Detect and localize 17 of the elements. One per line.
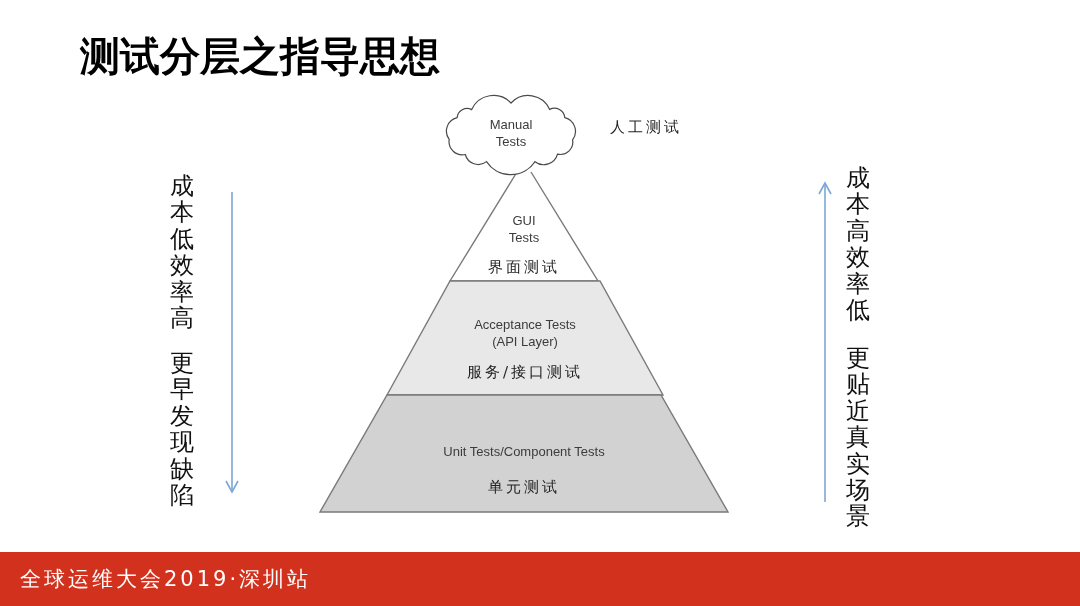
- cloud-label: Manual Tests: [488, 116, 534, 150]
- side-annotation: 成本低效率高: [170, 173, 194, 332]
- cloud-caption: 人工测试: [610, 117, 682, 137]
- footer-text: 全球运维大会2019·深圳站: [20, 566, 312, 592]
- tier-label: GUI Tests: [507, 212, 541, 246]
- tier-subtitle: 界面测试: [488, 257, 560, 277]
- side-annotation: 更早发现缺陷: [170, 350, 194, 509]
- tier-subtitle: 服务/接口测试: [466, 362, 584, 382]
- tier-label: Unit Tests/Component Tests: [443, 443, 605, 460]
- tier-label: Acceptance Tests (API Layer): [473, 316, 577, 350]
- pyramid-tier: [320, 395, 728, 512]
- pyramid-tier: [450, 172, 598, 281]
- pyramid-tier: [387, 281, 663, 395]
- side-annotation: 更贴近真实场景: [846, 345, 870, 530]
- slide-title: 测试分层之指导思想: [80, 32, 440, 81]
- side-annotation: 成本高效率低: [846, 165, 870, 324]
- tier-subtitle: 单元测试: [488, 477, 560, 497]
